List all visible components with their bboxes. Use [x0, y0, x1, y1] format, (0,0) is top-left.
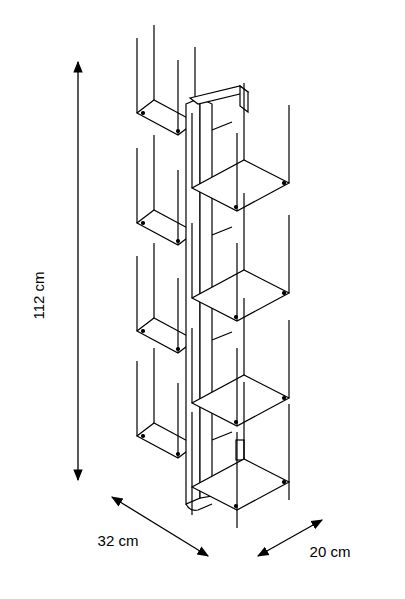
- right-shelves: [192, 83, 289, 528]
- height-label: 112 cm: [30, 271, 45, 319]
- width-label: 32 cm: [98, 533, 139, 548]
- height-dimension: [77, 62, 78, 480]
- depth-label: 20 cm: [310, 544, 351, 559]
